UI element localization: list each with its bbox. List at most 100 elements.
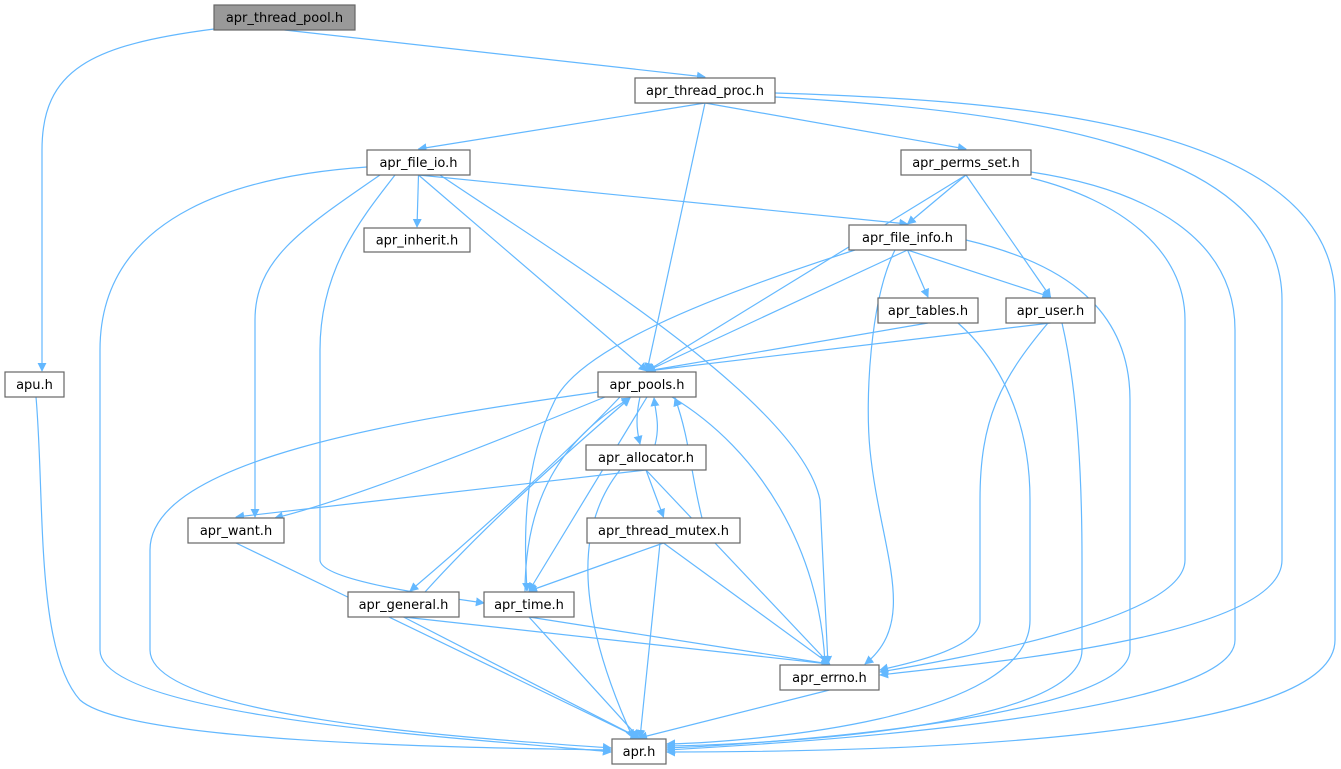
- node-perms-set[interactable]: apr_perms_set.h: [900, 149, 1032, 176]
- edge-errno-to-apr: [638, 689, 830, 741]
- node-thread-proc[interactable]: apr_thread_proc.h: [634, 77, 776, 104]
- edge-user-to-apr: [666, 322, 1083, 751]
- node-label: apr_thread_proc.h: [646, 84, 764, 99]
- node-box: [900, 149, 1032, 176]
- edge-file_info-to-errno: [864, 249, 896, 665]
- edge-want-to-apr: [235, 542, 640, 739]
- node-label: apr_allocator.h: [598, 451, 694, 466]
- edge-user-to-pools: [646, 322, 1051, 375]
- edge-general-to-pools: [424, 397, 631, 593]
- edge-allocator-to-want: [235, 469, 647, 521]
- node-box: [585, 444, 707, 471]
- node-general[interactable]: apr_general.h: [347, 591, 460, 618]
- node-inherit[interactable]: apr_inherit.h: [363, 227, 471, 253]
- edge-thread_proc-to-errno: [774, 96, 1283, 679]
- edges-layer: [35, 28, 1336, 757]
- edge-thread_proc-to-file_io: [417, 102, 706, 153]
- node-box: [877, 297, 979, 324]
- node-tables[interactable]: apr_tables.h: [877, 297, 979, 324]
- node-box: [366, 149, 471, 176]
- node-file-info[interactable]: apr_file_info.h: [848, 224, 967, 251]
- node-thread-pool[interactable]: apr_thread_pool.h: [213, 4, 356, 31]
- edge-file_info-to-pools: [646, 249, 908, 372]
- nodes-layer: apr_thread_pool.h apu.h apr_thread_proc.ha…: [4, 4, 1096, 765]
- node-apu[interactable]: apu.h: [4, 371, 65, 398]
- node-box: [483, 591, 575, 618]
- node-time[interactable]: apr_time.h: [483, 591, 575, 618]
- node-label: apr_file_io.h: [379, 156, 457, 171]
- node-label: apr_thread_pool.h: [226, 11, 343, 26]
- edge-time-to-apr: [528, 616, 640, 739]
- edge-pools-to-time: [528, 396, 648, 592]
- edge-file_io-to-file_info: [418, 174, 909, 228]
- node-file-io[interactable]: apr_file_io.h: [366, 149, 471, 176]
- edge-thread_mutex-to-time: [528, 542, 664, 593]
- edge-general-to-apr: [403, 616, 640, 739]
- node-box: [848, 224, 967, 251]
- node-apr[interactable]: apr.h: [611, 738, 667, 765]
- node-label: apr_time.h: [494, 598, 564, 613]
- edge-user-to-errno: [879, 322, 1049, 673]
- node-label: apr.h: [623, 745, 656, 760]
- edge-file_info-to-tables: [906, 249, 929, 298]
- edge-file_io-to-errno: [439, 174, 833, 665]
- node-box: [1005, 297, 1096, 324]
- node-box: [4, 371, 65, 398]
- edge-time-to-errno: [528, 616, 831, 668]
- edge-thread_proc-to-pools: [644, 102, 706, 372]
- edge-file_io-to-want: [250, 174, 381, 518]
- edge-allocator-to-thread_mutex: [645, 469, 665, 518]
- node-box: [347, 591, 460, 618]
- node-pools[interactable]: apr_pools.h: [597, 371, 697, 398]
- node-label: apr_perms_set.h: [912, 156, 1020, 171]
- edge-apu-to-apr: [35, 396, 612, 755]
- node-want[interactable]: apr_want.h: [187, 517, 285, 544]
- edge-general-to-errno: [403, 616, 831, 668]
- edge-thread_mutex-to-apr: [636, 542, 661, 739]
- node-label: apr_general.h: [359, 598, 449, 613]
- edge-allocator-to-errno: [645, 469, 831, 665]
- node-label: apr_want.h: [200, 524, 272, 539]
- edge-thread_pool-to-thread_proc: [284, 29, 706, 81]
- edge-pools-to-want: [274, 396, 606, 521]
- edge-perms_set-to-pools: [646, 174, 967, 372]
- edge-thread_proc-to-perms_set: [704, 102, 967, 153]
- node-thread-mutex[interactable]: apr_thread_mutex.h: [586, 517, 741, 544]
- edge-file_io-to-apr: [99, 166, 612, 756]
- edge-pools-to-errno: [671, 396, 830, 665]
- node-label: apr_inherit.h: [376, 234, 459, 249]
- edge-perms_set-to-file_info: [906, 174, 967, 225]
- node-user[interactable]: apr_user.h: [1005, 297, 1096, 324]
- edge-perms_set-to-errno: [879, 177, 1186, 676]
- edge-tables-to-apr: [666, 322, 1031, 749]
- node-box: [586, 517, 741, 544]
- node-label: apr_pools.h: [610, 378, 685, 393]
- edge-tables-to-pools: [646, 322, 929, 375]
- node-box: [634, 77, 776, 104]
- edge-allocator-to-apr: [587, 469, 634, 739]
- edge-file_info-to-time: [522, 249, 856, 592]
- node-box: [611, 738, 667, 765]
- node-label: apr_tables.h: [888, 304, 968, 319]
- edge-file_io-to-inherit: [412, 174, 422, 228]
- node-errno[interactable]: apr_errno.h: [779, 664, 880, 691]
- edge-thread_proc-to-apr: [666, 92, 1336, 757]
- edge-perms_set-to-apr: [666, 171, 1236, 755]
- node-label: apr_errno.h: [792, 671, 867, 686]
- node-label: apr_file_info.h: [862, 231, 953, 246]
- node-box: [363, 227, 471, 253]
- node-label: apr_user.h: [1017, 304, 1085, 319]
- edge-perms_set-to-user: [965, 174, 1052, 298]
- node-box: [597, 371, 697, 398]
- node-allocator[interactable]: apr_allocator.h: [585, 444, 707, 471]
- node-box: [213, 4, 356, 31]
- node-box: [779, 664, 880, 691]
- node-box: [187, 517, 285, 544]
- node-label: apr_thread_mutex.h: [598, 524, 729, 539]
- node-label: apu.h: [16, 378, 53, 393]
- edge-time-to-pools: [524, 397, 631, 593]
- edge-pools-to-apr: [149, 391, 612, 752]
- edge-thread_mutex-to-errno: [663, 542, 831, 665]
- edge-allocator-to-pools: [650, 397, 660, 446]
